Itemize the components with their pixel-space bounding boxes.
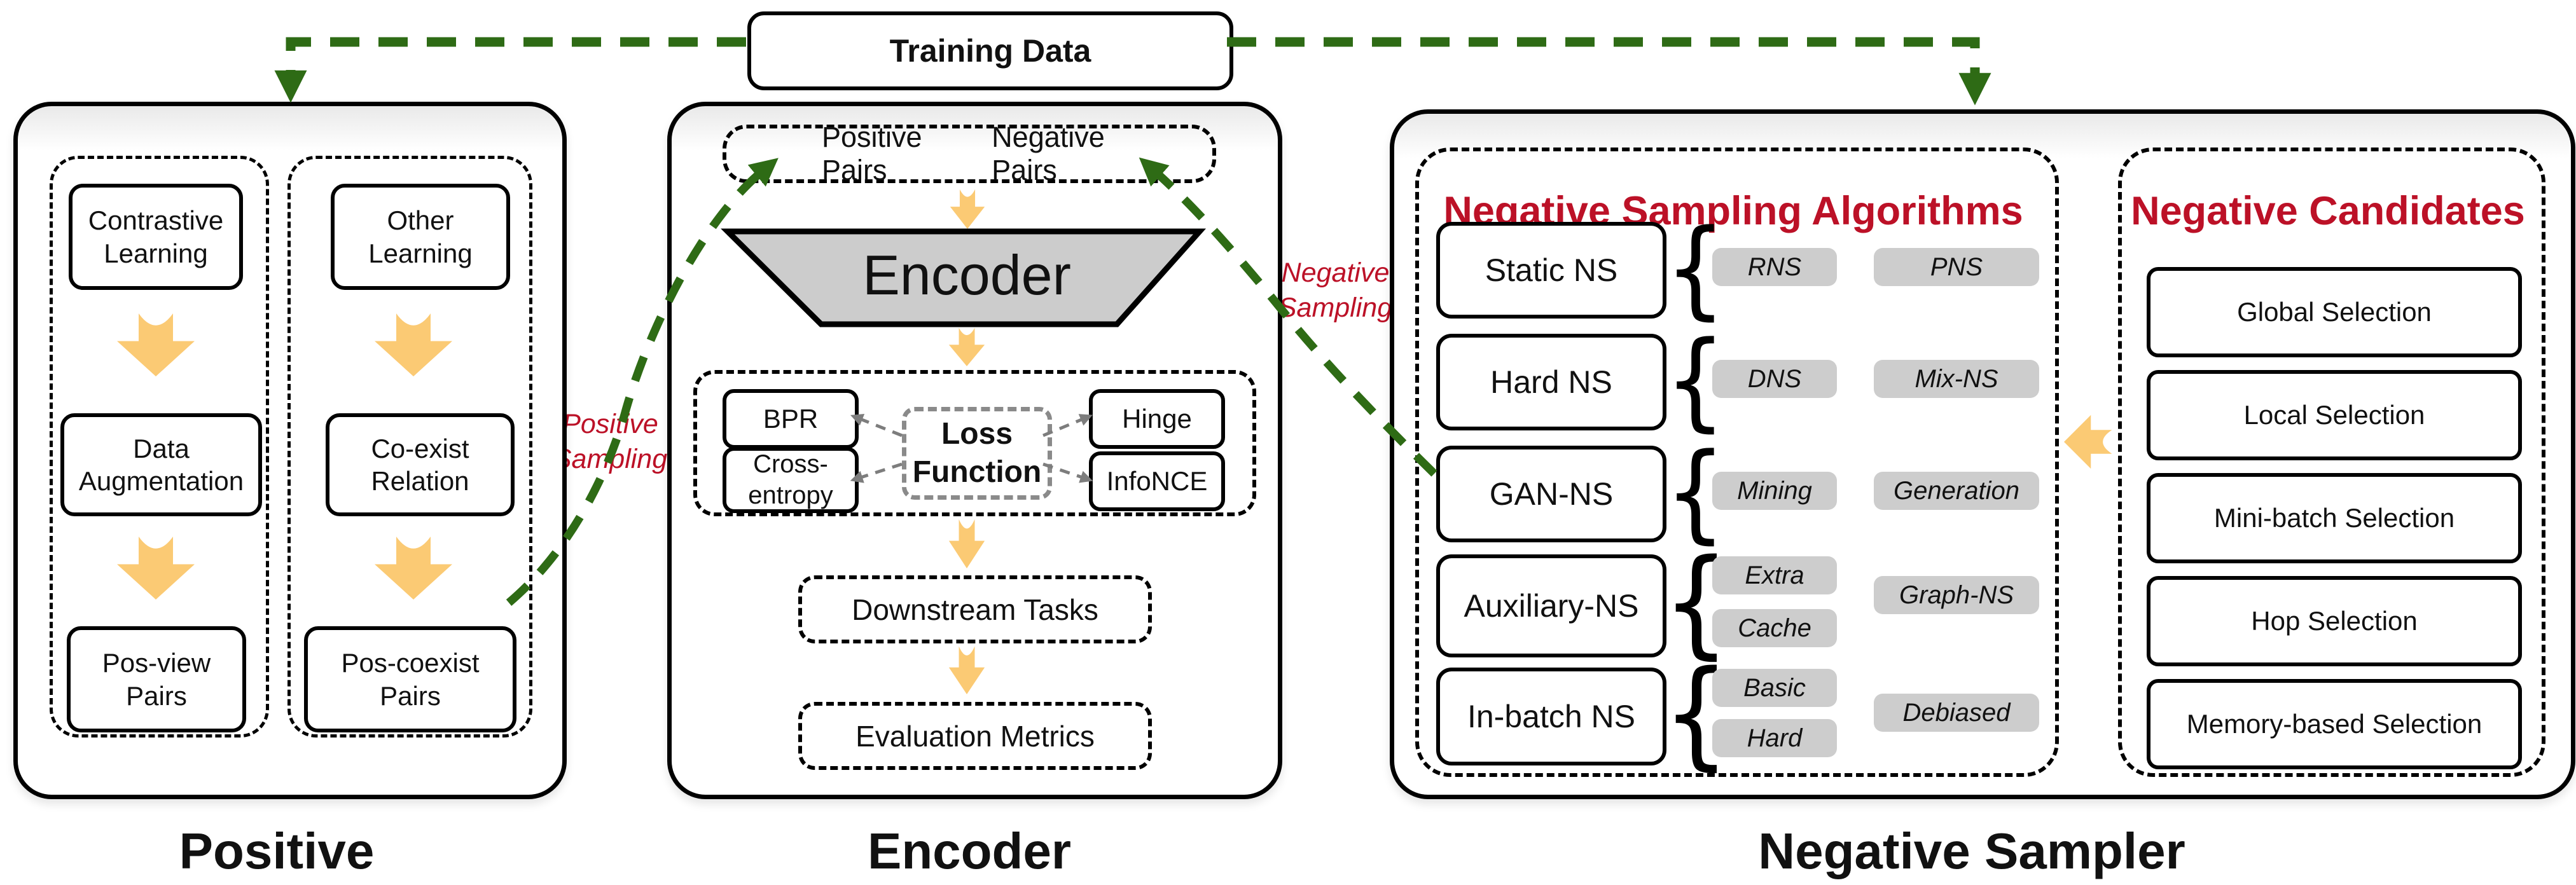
graph-ns-pill: Graph-NS	[1874, 576, 2039, 614]
encoder-trapezoid	[721, 228, 1207, 327]
rns-pill: RNS	[1712, 248, 1837, 286]
memory-based-selection-box: Memory-based Selection	[2147, 679, 2522, 769]
hard-ns-box: Hard NS	[1436, 334, 1666, 430]
mining-pill: Mining	[1712, 472, 1837, 510]
pos-coexist-pairs-box: Pos-coexist Pairs	[304, 626, 516, 732]
negative-pairs-label: Negative Pairs	[992, 121, 1105, 186]
gan-ns-box: GAN-NS	[1436, 446, 1666, 542]
infonce-box: InfoNCE	[1089, 451, 1225, 511]
negative-sampling-edge-label: Negative Sampling	[1278, 257, 1393, 324]
negative-candidates-title: Negative Candidates	[2131, 189, 2525, 233]
down-arrow-icon	[375, 536, 452, 600]
training-data-label: Training Data	[889, 32, 1091, 69]
data-augmentation-box: Data Augmentation	[60, 413, 262, 516]
debiased-pill: Debiased	[1874, 694, 2039, 732]
down-arrow-icon	[948, 327, 985, 366]
down-arrow-icon	[117, 313, 195, 376]
mini-batch-selection-box: Mini-batch Selection	[2147, 473, 2522, 563]
down-arrow-icon	[375, 313, 452, 376]
downstream-tasks-box: Downstream Tasks	[798, 575, 1152, 643]
global-selection-box: Global Selection	[2147, 267, 2522, 357]
mix-ns-pill: Mix-NS	[1874, 360, 2039, 398]
dns-pill: DNS	[1712, 360, 1837, 398]
hard-pill: Hard	[1712, 719, 1837, 757]
negative-sampler-caption: Negative Sampler	[1758, 823, 2185, 879]
cross-entropy-box: Cross- entropy	[723, 447, 859, 513]
encoder-caption: Encoder	[867, 823, 1072, 879]
down-arrow-icon	[948, 519, 985, 568]
in-batch-ns-box: In-batch NS	[1436, 668, 1666, 765]
training-to-negative-sampler-arrow	[1227, 37, 1991, 106]
local-selection-box: Local Selection	[2147, 370, 2522, 460]
positive-sampler-caption: Positive Sampler	[176, 823, 377, 885]
encoder-trapezoid-label: Encoder	[862, 244, 1071, 306]
contrastive-learning-box: Contrastive Learning	[69, 184, 243, 290]
pos-view-pairs-box: Pos-view Pairs	[67, 626, 246, 732]
hop-selection-box: Hop Selection	[2147, 576, 2522, 666]
other-learning-box: Other Learning	[331, 184, 510, 290]
contrastive-column	[50, 156, 269, 738]
basic-pill: Basic	[1712, 669, 1837, 707]
co-exist-relation-box: Co-exist Relation	[326, 413, 515, 516]
down-arrow-icon	[950, 189, 985, 229]
generation-pill: Generation	[1874, 472, 2039, 510]
training-data-box: Training Data	[747, 11, 1233, 90]
negative-candidates-box	[2118, 148, 2545, 777]
down-arrow-icon	[948, 646, 985, 694]
left-arrow-icon	[2064, 415, 2112, 469]
cache-pill: Cache	[1712, 609, 1837, 647]
bpr-box: BPR	[723, 389, 859, 449]
pairs-box: Positive Pairs Negative Pairs	[723, 121, 1216, 186]
loss-function-box: Loss Function	[902, 407, 1052, 500]
auxiliary-ns-box: Auxiliary-NS	[1436, 554, 1666, 657]
positive-pairs-label: Positive Pairs	[822, 121, 922, 186]
pns-pill: PNS	[1874, 248, 2039, 286]
hinge-box: Hinge	[1089, 389, 1225, 449]
static-ns-box: Static NS	[1436, 222, 1666, 319]
extra-pill: Extra	[1712, 556, 1837, 594]
down-arrow-icon	[117, 536, 195, 600]
training-to-positive-sampler-arrow	[274, 37, 746, 103]
evaluation-metrics-box: Evaluation Metrics	[798, 702, 1152, 770]
